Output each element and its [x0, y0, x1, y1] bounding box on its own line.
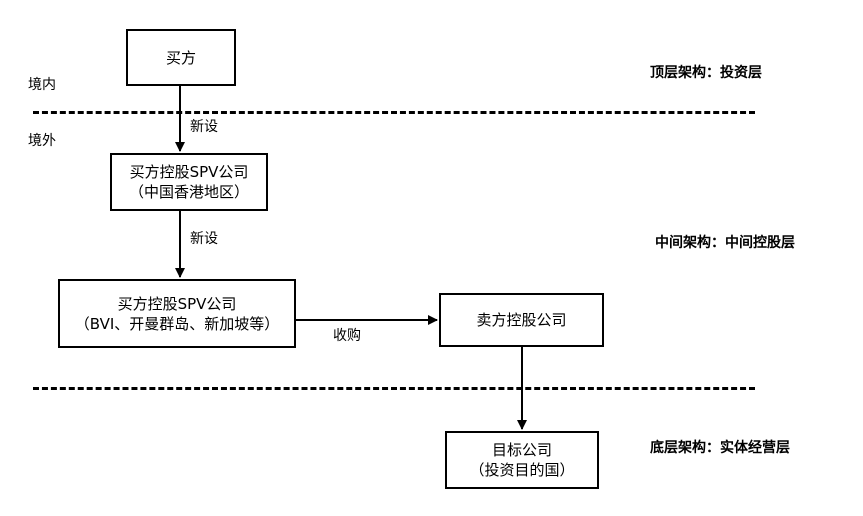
- node-buyer-spv-hk: 买方控股SPV公司 （中国香港地区）: [110, 153, 268, 211]
- node-seller-holding-label: 卖方控股公司: [476, 311, 567, 329]
- border-middle-bottom: [33, 387, 755, 390]
- node-buyer-label: 买方: [165, 48, 196, 67]
- node-buyer: 买方: [126, 29, 236, 86]
- node-buyer-spv-offshore-name: 买方控股SPV公司: [117, 294, 237, 313]
- node-target: 目标公司 （投资目的国）: [445, 431, 599, 489]
- edge-label-buyer-to-hk: 新设: [190, 119, 218, 135]
- layer-bottom-label: 底层架构：实体经营层: [650, 440, 790, 456]
- node-target-region: （投资目的国）: [469, 461, 575, 479]
- border-domestic-overseas: [33, 111, 755, 114]
- region-domestic-label: 境内: [28, 77, 56, 93]
- node-buyer-spv-hk-name: 买方控股SPV公司: [129, 163, 249, 181]
- edge-label-offshore-to-seller: 收购: [333, 328, 361, 344]
- region-overseas-label: 境外: [28, 133, 56, 149]
- node-buyer-spv-offshore-region: （BVI、开曼群岛、新加坡等）: [74, 314, 280, 333]
- node-buyer-spv-hk-region: （中国香港地区）: [128, 183, 249, 201]
- layer-middle-label: 中间架构：中间控股层: [655, 235, 795, 251]
- node-buyer-spv-offshore: 买方控股SPV公司 （BVI、开曼群岛、新加坡等）: [58, 279, 296, 348]
- edge-label-hk-to-offshore: 新设: [190, 231, 218, 247]
- layer-top-label: 顶层架构：投资层: [650, 65, 762, 81]
- node-seller-holding: 卖方控股公司: [439, 293, 604, 347]
- node-target-name: 目标公司: [491, 441, 552, 459]
